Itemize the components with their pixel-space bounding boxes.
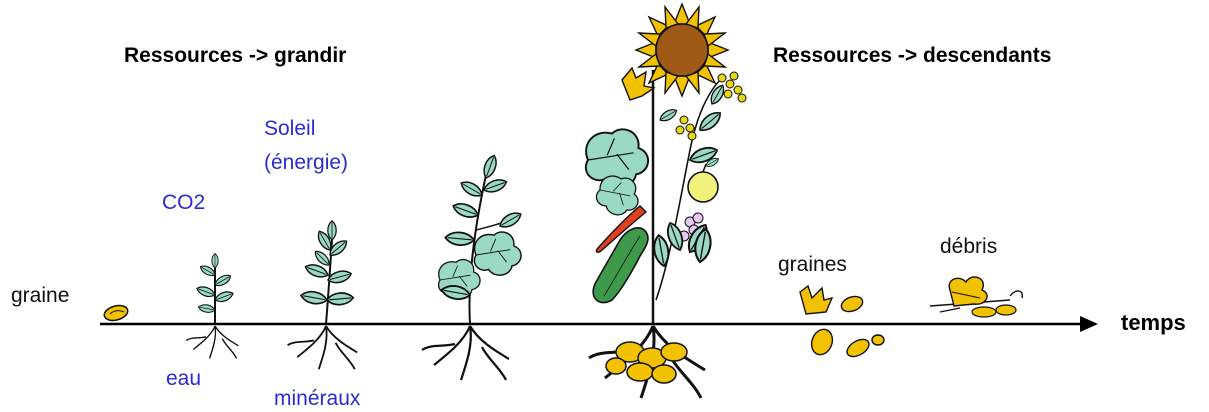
seedling-icon [186, 254, 238, 359]
seeds-label: graines [778, 253, 847, 277]
sun-label-line1: Soleil [264, 117, 315, 141]
sun-label-line2: (énergie) [264, 151, 348, 175]
co2-label: CO2 [162, 191, 205, 215]
debris-icon [930, 277, 1022, 317]
leafy-plant-icon [422, 154, 523, 380]
time-axis-label: temps [1121, 310, 1186, 335]
seed-label: graine [11, 284, 69, 308]
growth-title: Ressources -> grandir [124, 44, 346, 68]
minerals-label: minéraux [274, 387, 360, 411]
apple-icon [688, 156, 720, 202]
time-arrow [100, 316, 1098, 332]
arrow-icon [1080, 316, 1098, 332]
sunflower-icon [636, 4, 728, 96]
young-plant-icon [288, 221, 358, 369]
offspring-title: Ressources -> descendants [773, 44, 1051, 68]
water-label: eau [166, 367, 201, 391]
debris-label: débris [940, 235, 997, 259]
zucchini-icon [593, 228, 648, 303]
mature-plant-icon [586, 4, 746, 398]
seed-icon [103, 303, 130, 323]
